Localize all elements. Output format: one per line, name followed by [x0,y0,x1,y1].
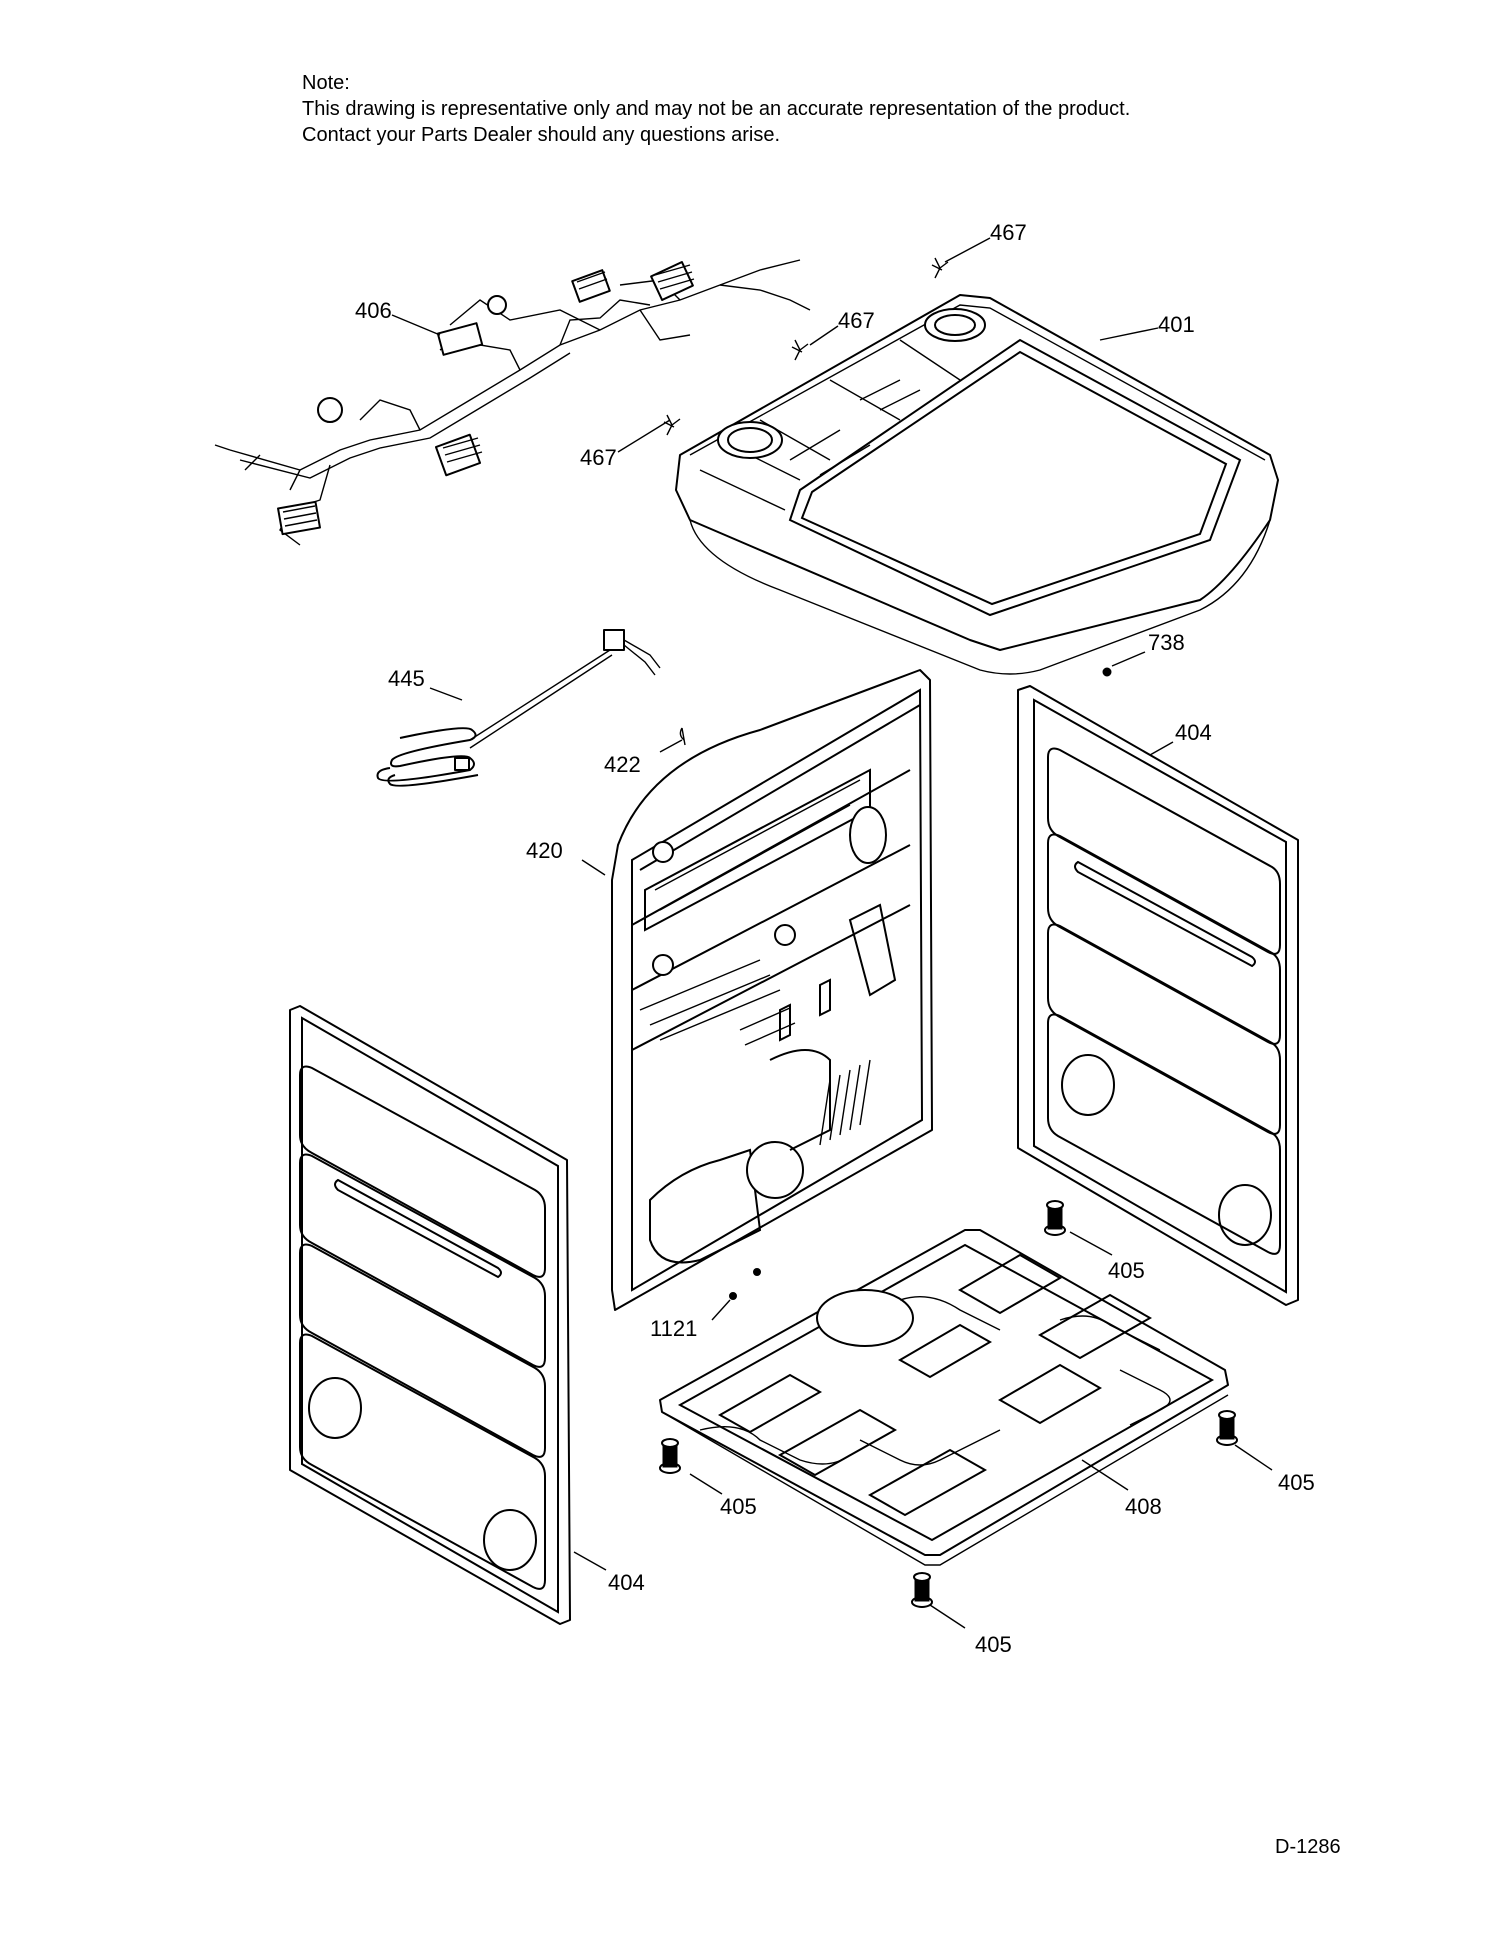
callout-401: 401 [1158,312,1195,337]
part-404-right-side-panel [1017,685,1299,1306]
part-467-clip-b [791,339,809,361]
callout-405-left: 405 [720,1494,757,1519]
callout-404-left: 404 [608,1570,645,1595]
callout-420: 420 [526,838,563,863]
callout-467-top: 467 [990,220,1027,245]
part-401-top-panel [675,294,1279,675]
callout-738: 738 [1148,630,1185,655]
callout-406: 406 [355,298,392,323]
part-467-clip-a [931,257,949,279]
callout-405-bottom: 405 [975,1632,1012,1657]
callout-labels: 467 467 467 406 401 738 445 422 404 420 … [355,220,1315,1657]
part-404-left-side-panel [289,1005,571,1625]
part-422-clip [679,727,686,746]
part-738-screw [1102,667,1112,677]
part-405-foot-bottom [911,1572,933,1608]
part-405-foot-left [659,1438,681,1474]
callout-404-right: 404 [1175,720,1212,745]
callout-405-far-right: 405 [1278,1470,1315,1495]
note-line-1: This drawing is representative only and … [302,98,1131,120]
callout-467-lower: 467 [580,445,617,470]
part-406-wire-harness [214,259,811,546]
note-heading: Note: [302,72,350,94]
callout-422: 422 [604,752,641,777]
part-408-base [659,1229,1229,1566]
part-1121-screws [729,1268,761,1300]
part-405-foot-right [1044,1200,1066,1236]
callout-408: 408 [1125,1494,1162,1519]
part-405-foot-far-right [1216,1410,1238,1446]
part-467-clip-c [663,414,681,436]
callout-1121: 1121 [650,1316,697,1341]
callout-445: 445 [388,666,425,691]
diagram-code: D-1286 [1275,1836,1341,1858]
note-line-2: Contact your Parts Dealer should any que… [302,124,781,146]
leader-lines [391,237,1273,1629]
part-445-heater-element [376,629,661,787]
callout-405-right: 405 [1108,1258,1145,1283]
part-420-rear-panel [611,669,933,1311]
disclaimer-note: Note: This drawing is representative onl… [302,70,1130,148]
callout-467-middle: 467 [838,308,875,333]
